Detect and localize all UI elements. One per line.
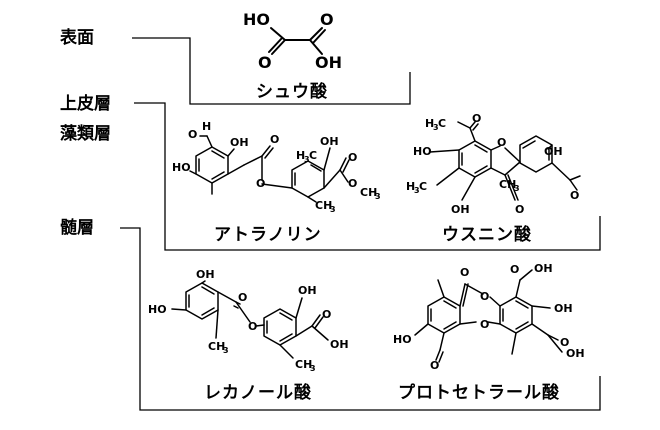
layer-label-medulla: 髄層 (60, 217, 94, 238)
atom-o: O (320, 10, 334, 29)
atom-h: H (202, 120, 211, 133)
atom-o: O (256, 177, 265, 190)
atom-o: O (430, 359, 439, 372)
atom-sub3: 3 (375, 192, 381, 201)
atom-o: O (560, 336, 569, 349)
atom-o: O (480, 318, 489, 331)
oxalic-acid-structure: HO O O OH (243, 10, 342, 72)
atom-ch: CH (360, 186, 377, 199)
atom-oh: OH (451, 203, 470, 216)
compound-label-usnic-acid: ウスニン酸 (442, 224, 532, 245)
atom-o: O (460, 266, 469, 279)
upper-cortex-bracket (134, 102, 601, 251)
compound-label-atranorin: アトラノリン (214, 225, 322, 245)
lecanoric-acid-structure: OH HO O O OH O OH CH 3 CH 3 (148, 268, 349, 373)
atom-oh: OH (566, 347, 585, 360)
compound-label-lecanoric-acid: レカノール酸 (204, 382, 312, 403)
atom-oh: OH (196, 268, 215, 281)
layer-label-surface: 表面 (60, 27, 94, 48)
atom-sub3: 3 (514, 184, 520, 193)
atom-sub3: 3 (433, 123, 439, 132)
atom-ch: CH (295, 358, 312, 371)
atom-o: O (248, 320, 257, 333)
atom-sub3: 3 (304, 155, 310, 164)
atom-oh: OH (320, 135, 339, 148)
atom-o: O (188, 128, 197, 141)
atom-sub3: 3 (223, 346, 229, 355)
atom-oh: OH (230, 136, 249, 149)
layer-label-upper-cortex: 上皮層 (60, 93, 111, 114)
atom-o: O (472, 112, 481, 125)
atom-o: O (515, 203, 524, 216)
atom-oh: OH (544, 145, 563, 158)
atom-oh: OH (534, 262, 553, 275)
atom-ho: HO (413, 145, 432, 158)
compound-label-protocetraric-acid: プロトセトラール酸 (398, 382, 560, 403)
compound-label-oxalic-acid: シュウ酸 (256, 81, 328, 102)
atom-h: H (406, 180, 415, 193)
atom-o: O (258, 53, 272, 72)
atom-o: O (322, 308, 331, 321)
atom-o: O (238, 291, 247, 304)
surface-bracket (132, 37, 411, 105)
atom-ch: CH (499, 178, 516, 191)
atom-c: C (438, 117, 446, 130)
atom-o: O (348, 151, 357, 164)
atom-o: O (270, 133, 279, 146)
atom-sub3: 3 (330, 205, 336, 214)
atom-o: O (497, 136, 506, 149)
medulla-bracket (120, 227, 601, 411)
atom-h: H (425, 117, 434, 130)
atom-o: O (348, 177, 357, 190)
atom-o: O (570, 189, 579, 202)
atom-oh: OH (315, 53, 342, 72)
atom-h: H (296, 149, 305, 162)
atom-sub3: 3 (310, 364, 316, 373)
atom-ho: HO (172, 161, 191, 174)
atom-o: O (480, 290, 489, 303)
protocetraric-acid-structure: O O O OH OH HO O O OH O (393, 262, 585, 372)
atom-sub3: 3 (414, 186, 420, 195)
atom-ho: HO (393, 333, 412, 346)
atom-ho: HO (148, 303, 167, 316)
atom-c: C (419, 180, 427, 193)
atom-oh: OH (554, 302, 573, 315)
atom-c: C (309, 149, 317, 162)
atom-ch: CH (315, 199, 332, 212)
atom-oh: OH (298, 284, 317, 297)
atom-ho: HO (243, 10, 270, 29)
usnic-acid-structure: H 3 C O HO O OH H 3 C CH 3 OH O O (406, 112, 581, 216)
atom-o: O (510, 263, 519, 276)
atom-oh: OH (330, 338, 349, 351)
atranorin-structure: O H OH HO O O H 3 C OH O O CH 3 CH 3 (172, 120, 381, 214)
atom-ch: CH (208, 340, 225, 353)
layer-label-algal-layer: 藻類層 (60, 123, 111, 144)
